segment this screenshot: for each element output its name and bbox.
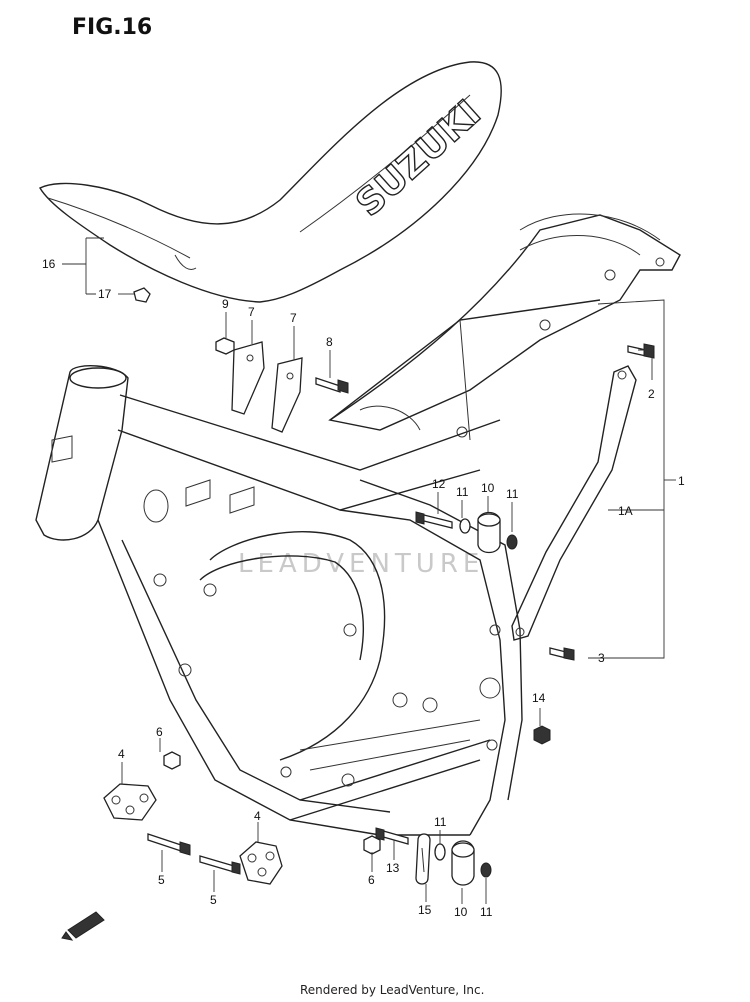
- callout-12: 12: [432, 477, 446, 491]
- callout-3: 3: [598, 651, 605, 665]
- callout-6-left: 6: [156, 725, 163, 739]
- seat-bolt: [133, 287, 151, 303]
- footer-credit: Rendered by LeadVenture, Inc.: [300, 983, 484, 997]
- seat: SUZUKI: [39, 61, 502, 303]
- callout-15: 15: [418, 903, 432, 917]
- callout-14: 14: [532, 691, 546, 705]
- callout-16: 16: [42, 257, 56, 271]
- callout-10-upper: 10: [481, 481, 495, 495]
- bracket-15: [415, 833, 431, 885]
- watermark: LEADVENTURE: [238, 549, 484, 579]
- rear-stay: [511, 365, 637, 641]
- bolt-12: [415, 511, 453, 529]
- callout-11-lower-right: 11: [480, 905, 493, 919]
- seat-bracket-left: [231, 341, 265, 415]
- engine-mount-plate-left: [103, 783, 157, 821]
- callout-4-left: 4: [118, 747, 125, 761]
- callout-4-right: 4: [254, 809, 261, 823]
- bolt-5-right: [199, 855, 241, 875]
- bolt-5-left: [147, 833, 191, 856]
- rubber-mount-10-upper: [477, 511, 501, 554]
- callout-2: 2: [648, 387, 655, 401]
- figure-title: FIG.16: [72, 15, 152, 40]
- washer-11-upper-left: [459, 518, 471, 534]
- callout-11-upper-left: 11: [456, 485, 469, 499]
- callout-8: 8: [326, 335, 333, 349]
- bolt-2: [627, 343, 655, 359]
- bolt-8: [315, 377, 349, 394]
- bolt-13: [375, 827, 409, 845]
- rubber-mount-10-lower: [451, 840, 475, 886]
- washer-11-lower-right: [480, 862, 492, 878]
- bolt-3: [549, 647, 575, 661]
- engine-mount-plate-right: [239, 841, 283, 885]
- main-frame: [35, 365, 523, 836]
- nut-9: [215, 337, 235, 355]
- callout-1: 1: [678, 474, 685, 488]
- callout-1a: 1A: [618, 504, 633, 518]
- callout-11-upper-right: 11: [506, 487, 519, 501]
- nut-6-left: [163, 751, 181, 770]
- callout-numbers: 16 17 9 7 7 8 2 1 1A 12 11 10 11 3 14 4 …: [42, 257, 685, 919]
- rear-subframe: [328, 213, 681, 441]
- seat-logo: SUZUKI: [349, 93, 489, 225]
- callout-5-left: 5: [158, 873, 165, 887]
- nut-14: [533, 725, 551, 745]
- callout-7-right: 7: [290, 311, 297, 325]
- callout-7-left: 7: [248, 305, 255, 319]
- callout-9: 9: [222, 297, 229, 311]
- callout-11-lower-left: 11: [434, 815, 447, 829]
- washer-11-upper-right: [506, 534, 518, 550]
- washer-11-lower-left: [434, 843, 446, 861]
- seat-bracket-right: [271, 357, 303, 433]
- callout-6-bottom: 6: [368, 873, 375, 887]
- leader-lines: [62, 237, 676, 904]
- callout-5-right: 5: [210, 893, 217, 907]
- callout-17: 17: [98, 287, 112, 301]
- callout-10-lower: 10: [454, 905, 468, 919]
- callout-13: 13: [386, 861, 400, 875]
- front-arrow-icon: [61, 911, 105, 941]
- nut-6-bottom: [363, 835, 381, 855]
